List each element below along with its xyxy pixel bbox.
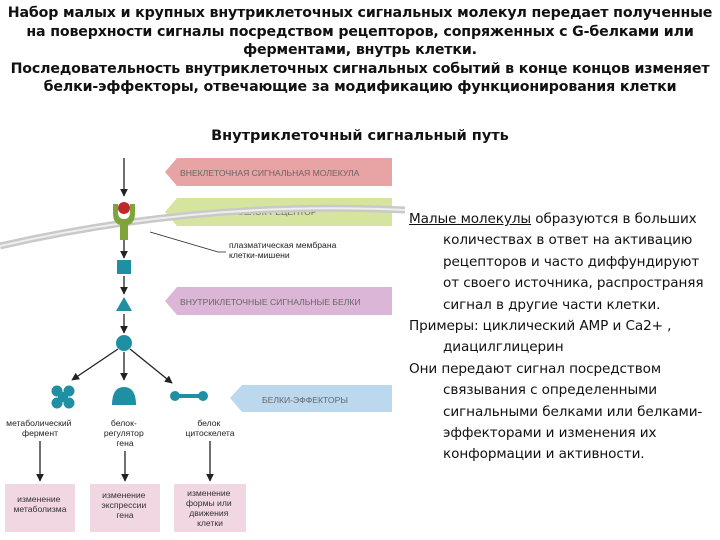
side-paragraph-small-molecules: Малые молекулы образуются в больших коли… [409, 209, 719, 316]
metabolic-enzyme-icon [52, 386, 75, 409]
header-line: ферментами, внутрь клетки. [6, 41, 714, 60]
effector-label-gene-regulator: белок- регулятор гена [104, 418, 146, 448]
label-effectors: БЕЛКИ-ЭФФЕКТОРЫ [262, 395, 348, 405]
label-arrow-effectors: БЕЛКИ-ЭФФЕКТОРЫ [230, 385, 392, 412]
header-line: белки-эффекторы, отвечающие за модификац… [6, 78, 714, 97]
header-text: Набор малых и крупных внутриклеточных си… [6, 4, 714, 97]
effector-label-cytoskeleton: белок цитоскелета [185, 418, 234, 438]
header-line: Последовательность внутриклеточных сигна… [6, 60, 714, 79]
gene-regulator-protein-icon [112, 387, 136, 405]
label-intracellular: ВНУТРИКЛЕТОЧНЫЕ СИГНАЛЬНЫЕ БЕЛКИ [180, 297, 361, 307]
signal-molecule [118, 202, 130, 214]
label-arrow-intracellular: ВНУТРИКЛЕТОЧНЫЕ СИГНАЛЬНЫЕ БЕЛКИ [165, 287, 392, 315]
square-signaling-protein [117, 260, 131, 274]
header-line: на поверхности сигналы посредством рецеп… [6, 23, 714, 42]
header-line: Набор малых и крупных внутриклеточных си… [6, 4, 714, 23]
triangle-signaling-protein [116, 297, 132, 311]
side-paragraph-mechanism: Они передают сигнал посредством связыван… [409, 359, 719, 466]
membrane-leader-line [150, 232, 226, 252]
signaling-pathway-diagram: ВНЕКЛЕТОЧНАЯ СИГНАЛЬНАЯ МОЛЕКУЛА БЕЛОК-Р… [0, 150, 420, 540]
outcome-text-metabolism: изменение метаболизма [14, 494, 67, 514]
side-paragraph-examples: Примеры: циклический AMP и Ca2+ , диацил… [409, 316, 719, 359]
section-title: Внутриклеточный сигнальный путь [0, 128, 720, 144]
circle-signaling-protein [116, 335, 132, 351]
label-arrow-extracellular: ВНЕКЛЕТОЧНАЯ СИГНАЛЬНАЯ МОЛЕКУЛА [165, 158, 392, 186]
membrane-label: плазматическая мембрана клетки-мишени [229, 240, 339, 260]
cytoskeleton-protein-icon [170, 391, 208, 401]
label-extracellular: ВНЕКЛЕТОЧНАЯ СИГНАЛЬНАЯ МОЛЕКУЛА [180, 168, 360, 178]
side-explanation: Малые молекулы образуются в больших коли… [409, 209, 719, 466]
effector-label-metabolic: метаболический фермент [6, 418, 74, 438]
small-molecules-link[interactable]: Малые молекулы [409, 211, 531, 227]
